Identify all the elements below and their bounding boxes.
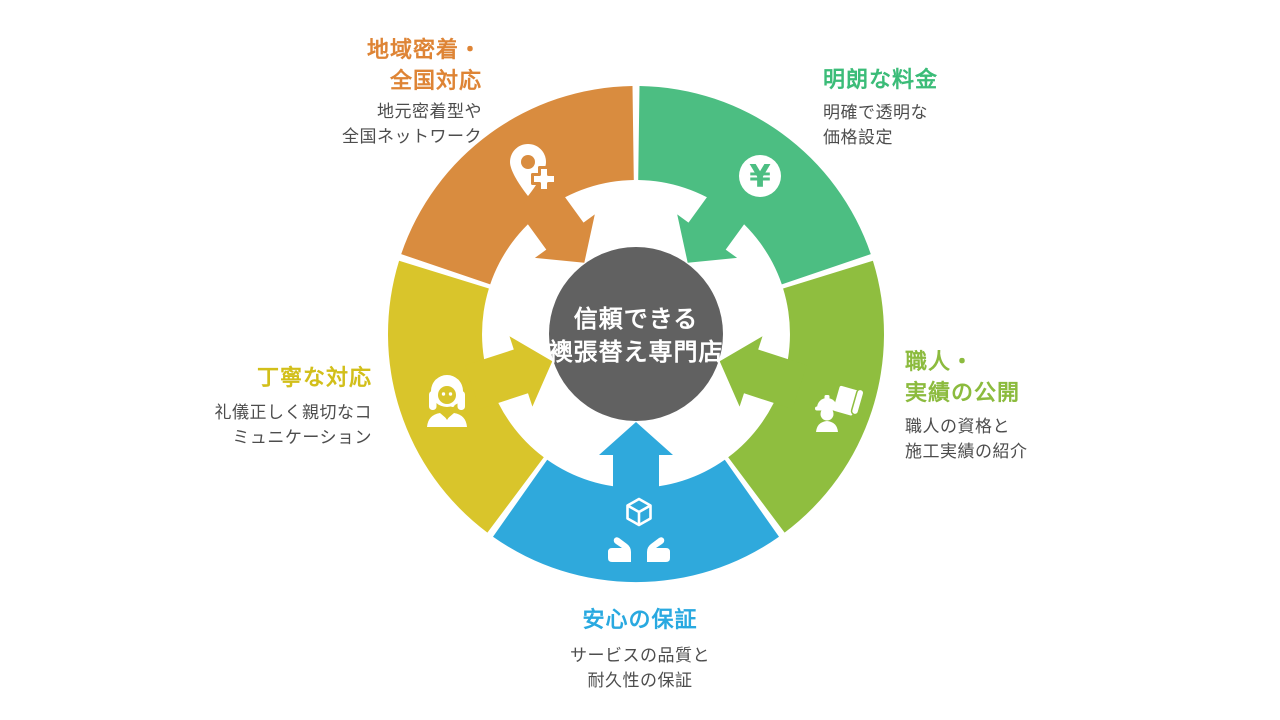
wheel-segments-layer bbox=[388, 86, 884, 583]
segment-description-pricing: 明確で透明な 価格設定 bbox=[823, 103, 928, 148]
support-agent-icon bbox=[427, 375, 467, 427]
arrow-guarantee bbox=[599, 422, 673, 506]
segment-title-pricing: 明朗な料金 bbox=[823, 68, 939, 93]
segment-description-guarantee: サービスの品質と 耐久性の保証 bbox=[570, 646, 710, 691]
worker-document-icon bbox=[815, 385, 865, 432]
yen-coin-icon: ¥ bbox=[739, 155, 781, 197]
segment-title-region: 地域密着・ 全国対応 bbox=[366, 38, 482, 94]
segment-craftsman bbox=[728, 260, 884, 533]
svg-text:¥: ¥ bbox=[749, 159, 771, 195]
segment-title-polite: 丁寧な対応 bbox=[256, 366, 372, 391]
location-pin-plus-icon bbox=[510, 144, 557, 196]
segment-region bbox=[401, 86, 634, 285]
segment-polite bbox=[388, 260, 544, 533]
center-hub-circle bbox=[549, 247, 723, 421]
segment-guarantee bbox=[493, 459, 779, 583]
segment-title-guarantee: 安心の保証 bbox=[582, 608, 698, 633]
segment-description-region: 地元密着型や 全国ネットワーク bbox=[342, 102, 482, 147]
segment-description-craftsman: 職人の資格と 施工実績の紹介 bbox=[905, 417, 1028, 462]
center-hub-title: 信頼できる 襖張替え専門店 bbox=[548, 304, 724, 366]
arrow-pricing bbox=[677, 181, 756, 263]
segment-title-craftsman: 職人・ 実績の公開 bbox=[905, 350, 1021, 406]
arrow-polite bbox=[465, 336, 553, 409]
hands-box-icon bbox=[608, 497, 670, 562]
arrow-region bbox=[516, 181, 595, 263]
arrow-craftsman bbox=[719, 336, 807, 409]
segment-description-polite: 礼儀正しく親切なコ ミュニケーション bbox=[214, 403, 372, 448]
